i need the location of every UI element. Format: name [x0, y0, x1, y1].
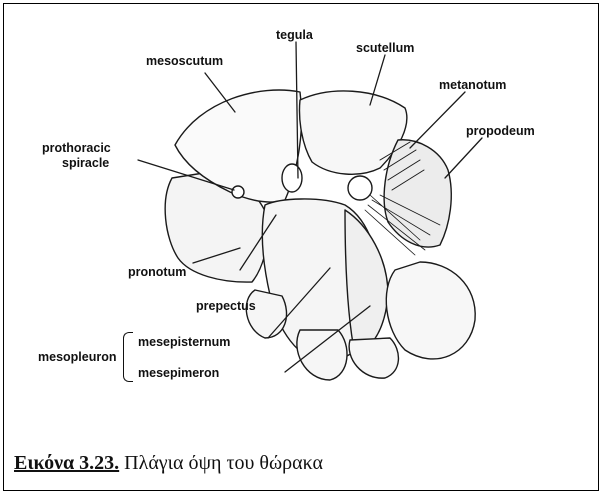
label-metanotum: metanotum — [439, 78, 506, 92]
label-tegula: tegula — [276, 28, 313, 42]
label-pronotum: pronotum — [128, 265, 186, 279]
mesopleuron-brace — [123, 332, 133, 382]
label-mesoscutum: mesoscutum — [146, 54, 223, 68]
spiracle-mark — [232, 186, 244, 198]
label-propodeum: propodeum — [466, 124, 535, 138]
label-mesepisternum: mesepisternum — [138, 335, 230, 349]
label-prepectus: prepectus — [196, 299, 256, 313]
propodeum-outline — [384, 140, 451, 247]
mesepimeron-outline — [345, 210, 388, 355]
figure-caption: Εικόνα 3.23. Πλάγια όψη του θώρακα — [14, 452, 323, 475]
label-mesopleuron: mesopleuron — [38, 350, 117, 364]
label-mesepimeron: mesepimeron — [138, 366, 219, 380]
hind-coxa — [386, 262, 475, 359]
label-prothoracic-spiracle-1: prothoracic — [42, 141, 111, 155]
mid-coxa — [297, 330, 347, 380]
hind-coxa-2 — [349, 338, 398, 378]
tegula-mark — [282, 164, 302, 192]
label-scutellum: scutellum — [356, 41, 414, 55]
caption-text: Πλάγια όψη του θώρακα — [124, 452, 323, 474]
caption-number: Εικόνα 3.23. — [14, 452, 119, 474]
label-prothoracic-spiracle-2: spiracle — [62, 156, 109, 170]
fore-coxa — [246, 290, 286, 338]
